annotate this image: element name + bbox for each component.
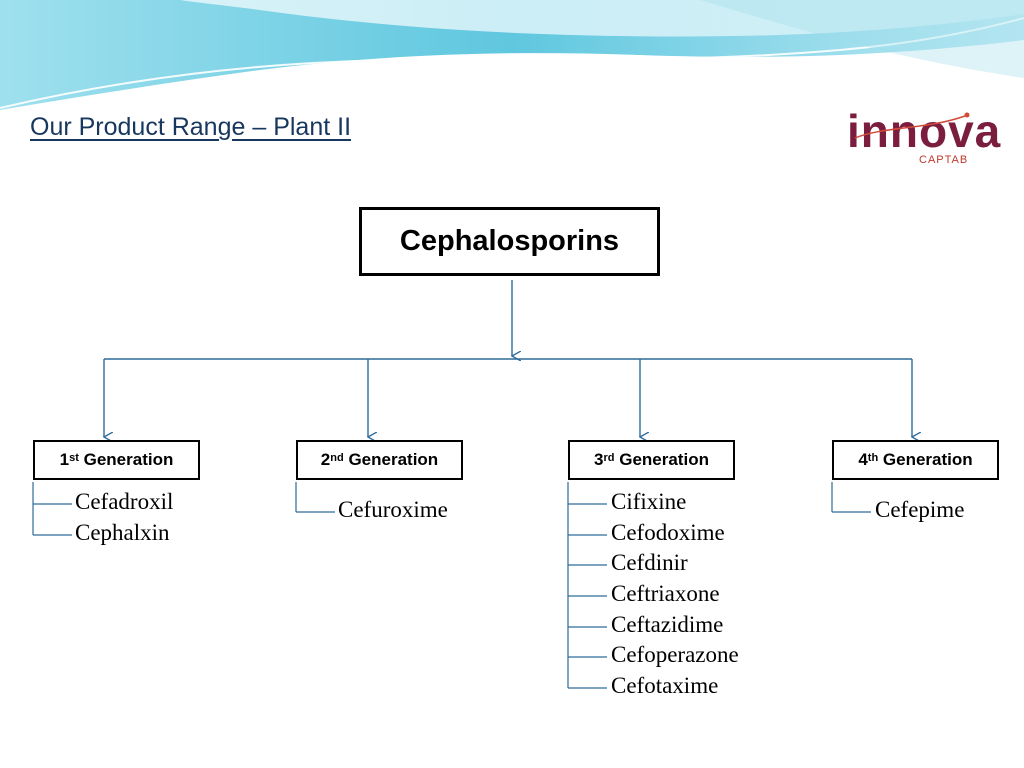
drug-item: Cefepime (875, 497, 965, 522)
drug-item: Cefodoxime (611, 520, 725, 545)
root-node-cephalosporins: Cephalosporins (359, 207, 660, 276)
generation-number: 4 (858, 450, 868, 469)
generation-ordinal-suffix: th (867, 451, 879, 464)
drug-item: Ceftazidime (611, 612, 724, 637)
drug-item: Cephalxin (75, 520, 170, 545)
drug-item: Cefoperazone (611, 642, 739, 667)
generation-ordinal-suffix: nd (330, 451, 344, 464)
drug-item: Ceftriaxone (611, 581, 720, 606)
drug-item: Cifixine (611, 489, 687, 514)
generation-label: Generation (878, 450, 973, 469)
logo-swoosh-icon (854, 112, 970, 139)
generation-label: Generation (78, 450, 174, 469)
generation-label: Generation (343, 450, 439, 469)
drug-item: Cefuroxime (338, 497, 448, 522)
drug-item: Cefdinir (611, 550, 688, 575)
generation-number: 1 (59, 450, 70, 469)
logo-wordmark: innova (847, 105, 1002, 157)
generation-ordinal-suffix: st (69, 451, 79, 464)
header-wave-decoration (0, 0, 1024, 110)
generation-number: 3 (594, 450, 604, 469)
innova-captab-logo: innova CAPTAB (845, 105, 1000, 174)
logo-subtext: CAPTAB (919, 154, 969, 166)
generation-label: Generation (614, 450, 709, 469)
slide-title: Our Product Range – Plant II (30, 113, 352, 141)
drug-item: Cefadroxil (75, 489, 174, 514)
generation-number: 2 (320, 450, 331, 469)
drug-item: Cefotaxime (611, 673, 719, 698)
generation-ordinal-suffix: rd (603, 451, 615, 464)
